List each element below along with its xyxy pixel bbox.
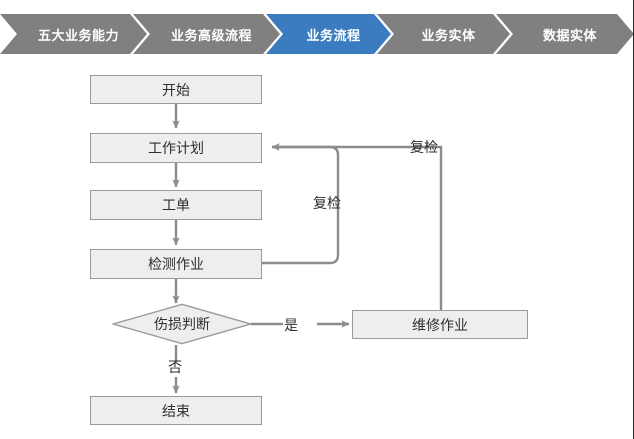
breadcrumb-item-4-label: 业务实体 [421,27,476,43]
breadcrumb: 五大业务能力 业务高级流程 业务流程 业务实体 数据实体 [0,14,634,54]
breadcrumb-item-5-label: 数据实体 [542,27,597,43]
breadcrumb-item-4[interactable]: 业务实体 [377,14,510,54]
breadcrumb-item-3-active[interactable]: 业务流程 [266,14,391,54]
breadcrumb-item-2[interactable]: 业务高级流程 [133,14,280,54]
node-end-label: 结束 [162,402,190,419]
node-repair-label: 维修作业 [412,316,468,333]
node-work-order[interactable]: 工单 [90,190,262,220]
breadcrumb-item-1[interactable]: 五大业务能力 [0,14,147,54]
node-work-plan[interactable]: 工作计划 [90,133,262,163]
edge-label-no: 否 [168,359,182,375]
node-start[interactable]: 开始 [90,75,262,104]
breadcrumb-item-5[interactable]: 数据实体 [496,14,634,54]
breadcrumb-item-3-label: 业务流程 [306,27,361,43]
breadcrumb-item-2-label: 业务高级流程 [170,27,252,43]
breadcrumb-item-1-label: 五大业务能力 [37,27,119,43]
node-end[interactable]: 结束 [90,396,262,425]
node-work-order-label: 工单 [162,197,190,213]
node-inspection[interactable]: 检测作业 [90,249,262,279]
node-start-label: 开始 [162,81,190,98]
edge-label-yes: 是 [284,317,298,333]
diamond-shape [112,303,252,345]
edge-label-recheck-outer: 复检 [410,139,438,155]
node-work-plan-label: 工作计划 [148,140,204,156]
node-inspection-label: 检测作业 [148,256,204,272]
connector-recheck-repair-to-work-plan [271,143,443,310]
node-repair[interactable]: 维修作业 [352,310,528,339]
edge-label-recheck-inner: 复检 [313,195,341,211]
node-damage-judgment-label: 伤损判断 [154,316,210,332]
node-damage-judgment[interactable]: 伤损判断 [112,303,252,345]
